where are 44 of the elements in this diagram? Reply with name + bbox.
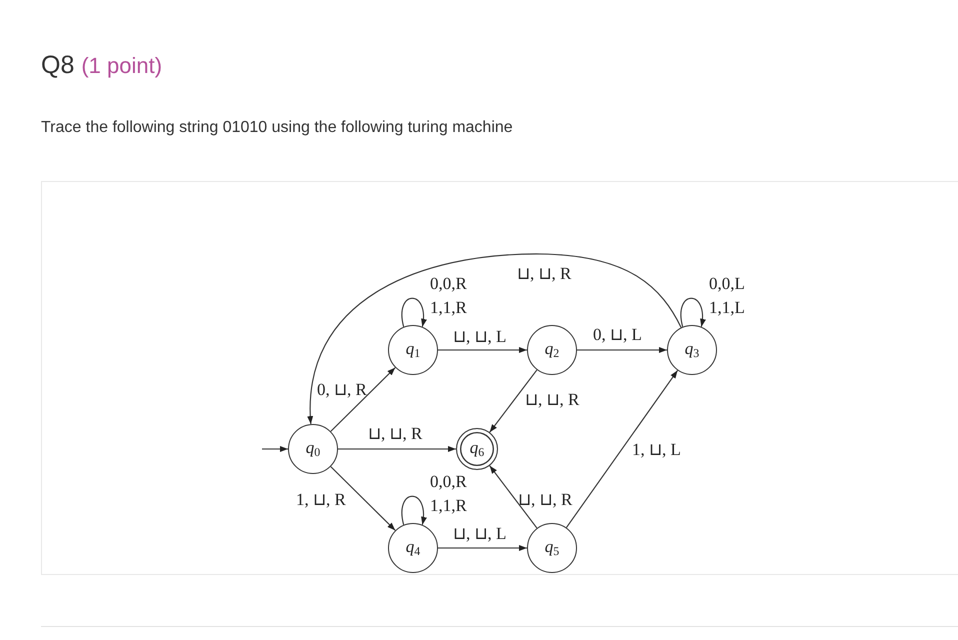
question-text: Trace the following string 01010 using the following turing machine <box>41 119 513 137</box>
state-label: q$_{6}$ <box>470 439 484 459</box>
state-label: q$_{5}$ <box>544 538 560 558</box>
start-arrow <box>262 446 288 452</box>
self-loop-arrow <box>402 496 426 525</box>
transition-arrow <box>489 465 538 528</box>
state-circle <box>388 325 438 375</box>
edge-label: ⊔, ⊔, R <box>517 263 572 285</box>
edge-label: ⊔, ⊔, R <box>518 489 572 511</box>
transition-arrow <box>338 446 456 452</box>
edge-label: 1, ⊔, R <box>296 489 346 511</box>
transition-arrow <box>330 466 396 531</box>
transition-arrow <box>330 367 396 432</box>
state-label: q$_{2}$ <box>544 340 560 360</box>
transition-arrow <box>577 347 667 353</box>
points-label: (1 point) <box>81 53 162 78</box>
transition-arrow <box>566 370 678 528</box>
edge-label: 0,0,R 1,1,R <box>430 273 468 319</box>
edge-label: ⊔, ⊔, R <box>525 389 580 411</box>
state-circle <box>667 325 717 375</box>
question-title: Q8 <box>41 51 74 79</box>
state-circle <box>388 523 438 573</box>
edge-label: 1, ⊔, L <box>632 439 681 461</box>
edge-label: ⊔, ⊔, L <box>453 523 506 545</box>
edge-label: 0, ⊔, L <box>593 324 642 346</box>
state-label: q$_{3}$ <box>684 340 700 360</box>
state-label: q$_{4}$ <box>406 538 420 558</box>
edge-label: 0,0,R 1,1,R <box>430 471 468 517</box>
state-circle <box>527 523 577 573</box>
state-label: q$_{1}$ <box>406 340 420 360</box>
edge-label: ⊔, ⊔, R <box>368 423 422 445</box>
transition-arrow <box>308 253 682 424</box>
edge-label: 0, ⊔, R <box>317 379 367 401</box>
edge-label: ⊔, ⊔, L <box>453 326 506 348</box>
state-circle <box>288 424 338 474</box>
transition-arrow <box>438 347 527 353</box>
edge-label: 0,0,L 1,1,L <box>709 273 746 319</box>
accept-state-circle <box>456 428 498 470</box>
self-loop-arrow <box>402 298 426 327</box>
transition-arrow <box>438 545 527 551</box>
transition-arrow <box>489 370 538 433</box>
self-loop-arrow <box>680 298 706 327</box>
state-circle <box>527 325 577 375</box>
state-label: q$_{0}$ <box>306 439 320 459</box>
